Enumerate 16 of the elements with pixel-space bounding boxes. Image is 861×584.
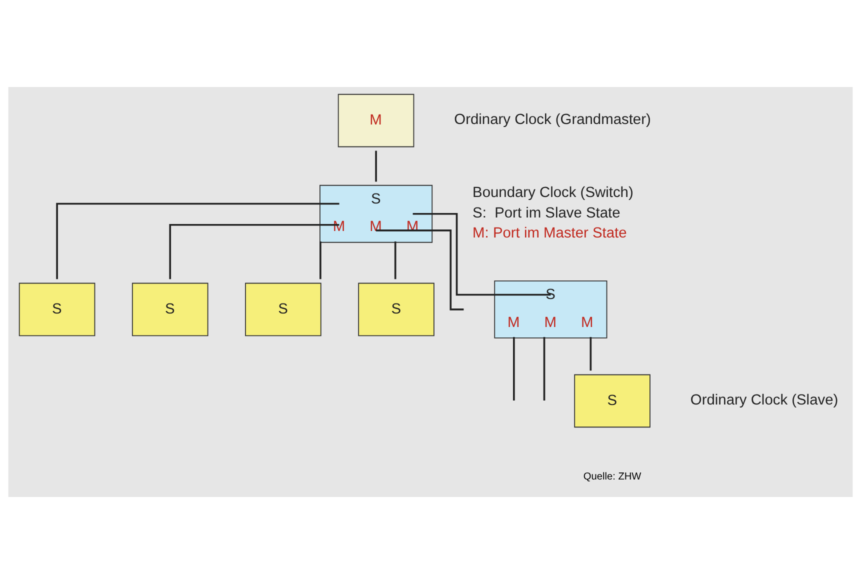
connector [513,337,515,401]
connector [56,202,340,280]
connector [590,337,592,371]
node-label: Ordinary Clock (Slave) [690,392,838,408]
label: Quelle: ZHW [583,471,642,482]
connector [412,212,551,296]
node-label: Ordinary Clock (Grandmaster) [454,112,651,128]
connector [376,230,464,310]
connector [543,337,546,401]
node-label: M: Port im Master State [472,226,627,242]
node-label: S: Port im Slave State [472,205,620,222]
connector [320,241,322,280]
connector [394,241,396,280]
connector [169,224,340,280]
connector [375,150,377,182]
node-label: Boundary Clock (Switch) [472,185,634,202]
